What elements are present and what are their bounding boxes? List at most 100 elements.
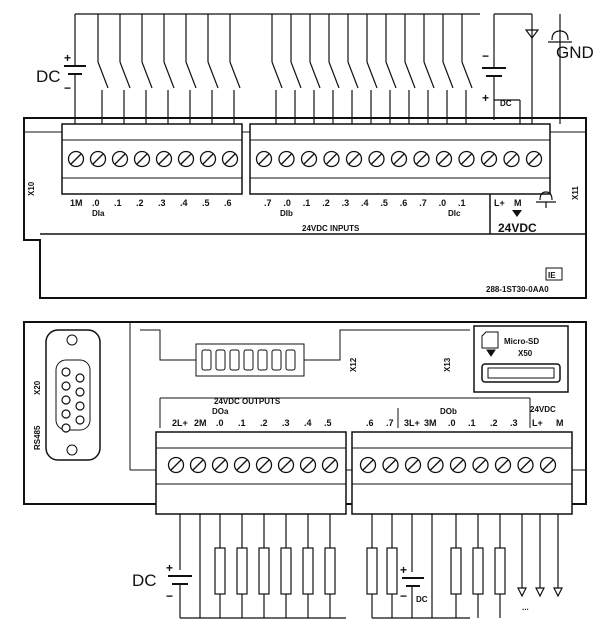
terminal-label: .1	[458, 198, 466, 208]
top-power-label: 24VDC	[498, 221, 537, 235]
terminal-screw[interactable]	[277, 456, 295, 474]
terminal-screw[interactable]	[189, 456, 207, 474]
terminal-label: M	[514, 198, 522, 208]
terminal-screw[interactable]	[517, 456, 534, 474]
load-resistor	[450, 547, 462, 595]
terminal-screw[interactable]	[199, 150, 217, 168]
terminal-screw[interactable]	[255, 150, 273, 168]
terminal-screw[interactable]	[458, 150, 475, 168]
switch-contact-icon	[404, 14, 416, 124]
dc-source-label: DC	[36, 67, 61, 86]
terminal-screw[interactable]	[539, 456, 557, 474]
terminal-screw[interactable]	[427, 456, 444, 474]
terminal-screw[interactable]	[299, 456, 317, 474]
switch-contact-icon	[366, 14, 378, 124]
switch-contact-icon	[385, 14, 397, 124]
terminal-screw[interactable]	[480, 150, 498, 168]
terminal-screw[interactable]	[167, 456, 185, 474]
bottom-dc-minus: −	[166, 589, 173, 603]
slot-fin	[243, 349, 254, 371]
group-dib-label: DIb	[280, 209, 293, 218]
terminal-screw[interactable]	[233, 456, 251, 474]
microsd-label: Micro-SD	[504, 337, 539, 346]
terminal-screw[interactable]	[177, 150, 195, 168]
group-dob-label: DOb	[440, 407, 457, 416]
terminal-label: .0	[92, 198, 100, 208]
right-dc-label: DC	[500, 99, 512, 108]
bottom-power-label: 24VDC	[530, 405, 556, 414]
terminal-screw[interactable]	[221, 150, 239, 168]
terminal-screw[interactable]	[382, 456, 399, 474]
terminal-screw[interactable]	[449, 456, 467, 474]
db9-pin	[75, 387, 85, 397]
terminal-label: .0	[283, 198, 291, 208]
inputs-label: 24VDC INPUTS	[302, 224, 360, 233]
terminal-screw[interactable]	[404, 456, 422, 474]
terminal-label: L+	[532, 418, 543, 428]
bottom-dc2-plus: +	[400, 563, 407, 577]
terminal-screw[interactable]	[413, 150, 430, 168]
terminal-screw[interactable]	[435, 150, 453, 168]
db9-pin	[61, 409, 71, 419]
load-resistor	[324, 547, 336, 595]
dc-minus: −	[64, 81, 71, 95]
terminal-screw[interactable]	[278, 150, 295, 168]
x50-label: X50	[518, 349, 533, 358]
terminal-screw[interactable]	[300, 150, 318, 168]
terminal-screw[interactable]	[155, 150, 173, 168]
terminal-label: .0	[216, 418, 224, 428]
switch-contact-icon	[328, 14, 340, 124]
terminal-screw[interactable]	[359, 456, 377, 474]
terminal-screw[interactable]	[503, 150, 520, 168]
terminal-label: .5	[324, 418, 332, 428]
terminal-screw[interactable]	[211, 456, 229, 474]
terminal-screw[interactable]	[345, 150, 363, 168]
terminal-screw[interactable]	[255, 456, 273, 474]
terminal-screw[interactable]	[472, 456, 489, 474]
db9-pin	[61, 395, 71, 405]
terminal-screw[interactable]	[321, 456, 339, 474]
terminal-screw[interactable]	[89, 150, 107, 168]
terminal-screw[interactable]	[368, 150, 385, 168]
slot-fins	[201, 349, 296, 371]
sd-card-icon	[481, 331, 499, 357]
terminal-label: .7	[386, 418, 394, 428]
switch-contact-icon	[347, 14, 359, 124]
slot-fin	[215, 349, 226, 371]
db9-pins	[61, 367, 85, 433]
terminal-label: .2	[136, 198, 144, 208]
terminal-label: 3L+	[404, 418, 420, 428]
connector-x12-label: X12	[349, 357, 358, 372]
slot-fin	[285, 349, 296, 371]
terminal-screw[interactable]	[494, 456, 512, 474]
terminal-screw[interactable]	[133, 150, 151, 168]
terminal-screw[interactable]	[111, 150, 129, 168]
slot-fin	[257, 349, 268, 371]
connector-x13-label: X13	[443, 357, 452, 372]
slot-fin	[201, 349, 212, 371]
switch-contact-icon	[185, 14, 197, 124]
bottom-dc-plus: +	[166, 561, 173, 575]
dc-plus: +	[64, 51, 71, 65]
terminal-screw[interactable]	[323, 150, 340, 168]
load-resistor	[386, 547, 398, 595]
terminal-label: .2	[490, 418, 498, 428]
load-resistor	[236, 547, 248, 595]
terminal-label: L+	[494, 198, 505, 208]
gnd-label: GND	[556, 43, 594, 62]
terminal-screw[interactable]	[67, 150, 85, 168]
terminal-label: .4	[180, 198, 188, 208]
load-resistor	[280, 547, 292, 595]
power-wiring	[482, 13, 561, 124]
terminal-screw[interactable]	[390, 150, 408, 168]
terminal-label: 3M	[424, 418, 437, 428]
ie-label: IE	[548, 271, 556, 280]
bottom-screws	[167, 456, 557, 474]
terminal-label: .6	[400, 198, 408, 208]
watermark: ...	[522, 603, 529, 612]
terminal-label: .5	[380, 198, 388, 208]
terminal-screw[interactable]	[525, 150, 543, 168]
switch-contact-icon	[290, 14, 302, 124]
